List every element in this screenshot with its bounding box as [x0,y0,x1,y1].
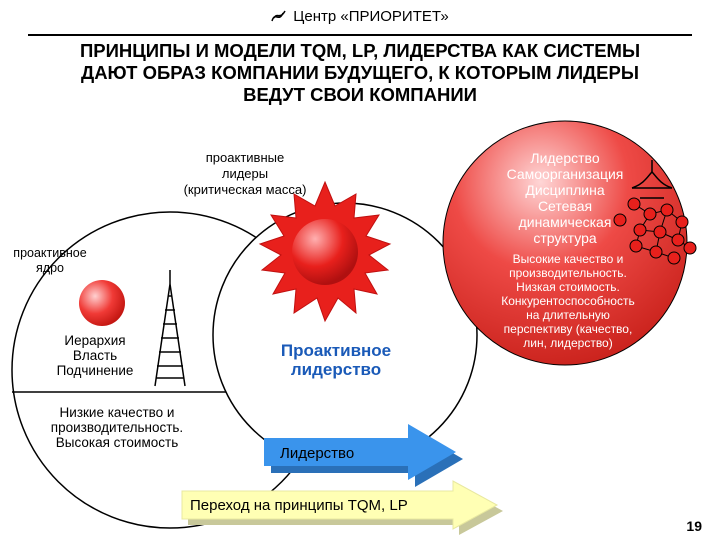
header-title: Центр «ПРИОРИТЕТ» [293,8,449,25]
leadership-arrow [264,424,463,487]
low-quality-line: производительность. [50,420,184,435]
proactive-leaders-label: проактивные лидеры (критическая масса) [160,150,330,198]
benefits-line: Низкая стоимость. [516,280,620,294]
structure-line: динамическая [518,214,612,230]
proactive-leaders-line: проактивные [205,150,285,165]
benefits-line: лин, лидерство) [523,336,613,350]
hierarchy-line: Иерархия [64,333,126,348]
structure-line: Лидерство [530,150,600,166]
benefits-line: Высокие качество и [512,252,624,266]
headline: ПРИНЦИПЫ И МОДЕЛИ TQM, LP, ЛИДЕРСТВА КАК… [30,40,690,106]
headline-line-3: ВЕДУТ СВОИ КОМПАНИИ [243,84,477,105]
proactive-leaders-line: лидеры [221,166,269,181]
structure-line: структура [533,230,597,246]
hierarchy-line: Подчинение [56,363,134,378]
header-divider [28,34,692,36]
benefits-line: Конкурентоспособность [501,294,635,308]
page-number: 19 [686,518,702,534]
proactive-leaders-line: (критическая масса) [183,182,307,197]
benefits-line: перспективу (качество, [503,322,633,336]
hierarchy-pyramid-icon [154,270,186,387]
proactive-core-label-line: проактивное [13,246,87,260]
benefits-line: производительность. [509,266,627,280]
proactive-sun-core [292,219,358,285]
benefits-text: Высокие качество и производительность. Н… [470,252,666,350]
structure-text: Лидерство Самоорганизация Дисциплина Сет… [470,150,660,246]
swirl-logo-icon [271,9,287,23]
structure-line: Сетевая [537,198,593,214]
leadership-arrow-label: Лидерство [280,445,355,462]
transition-arrow-label: Переход на принципы TQM, LP [190,497,408,514]
benefits-line: на длительную [526,308,610,322]
structure-line: Дисциплина [525,182,605,198]
hierarchy-line: Власть [72,348,118,363]
proactive-leadership-line: лидерство [290,360,382,379]
hierarchy-text: Иерархия Власть Подчинение [40,333,150,378]
header: Центр «ПРИОРИТЕТ» [0,8,720,25]
network-nodes-icon [613,197,697,265]
proactive-leadership-text: Проактивное лидерство [256,341,416,379]
low-quality-line: Низкие качество и [59,405,175,420]
proactive-leadership-line: Проактивное [280,341,392,360]
transition-arrow [181,480,503,535]
headline-line-1: ПРИНЦИПЫ И МОДЕЛИ TQM, LP, ЛИДЕРСТВА КАК… [79,40,641,61]
proactive-core-label-line: ядро [36,261,64,275]
proactive-core-ball [79,280,125,326]
low-quality-line: Высокая стоимость [55,435,179,450]
structure-line: Самоорганизация [506,166,624,182]
network-pyramid-icon [631,160,673,199]
headline-line-2: ДАЮТ ОБРАЗ КОМПАНИИ БУДУЩЕГО, К КОТОРЫМ … [81,62,639,83]
low-quality-text: Низкие качество и производительность. Вы… [36,405,198,450]
proactive-core-label: проактивное ядро [0,246,100,276]
